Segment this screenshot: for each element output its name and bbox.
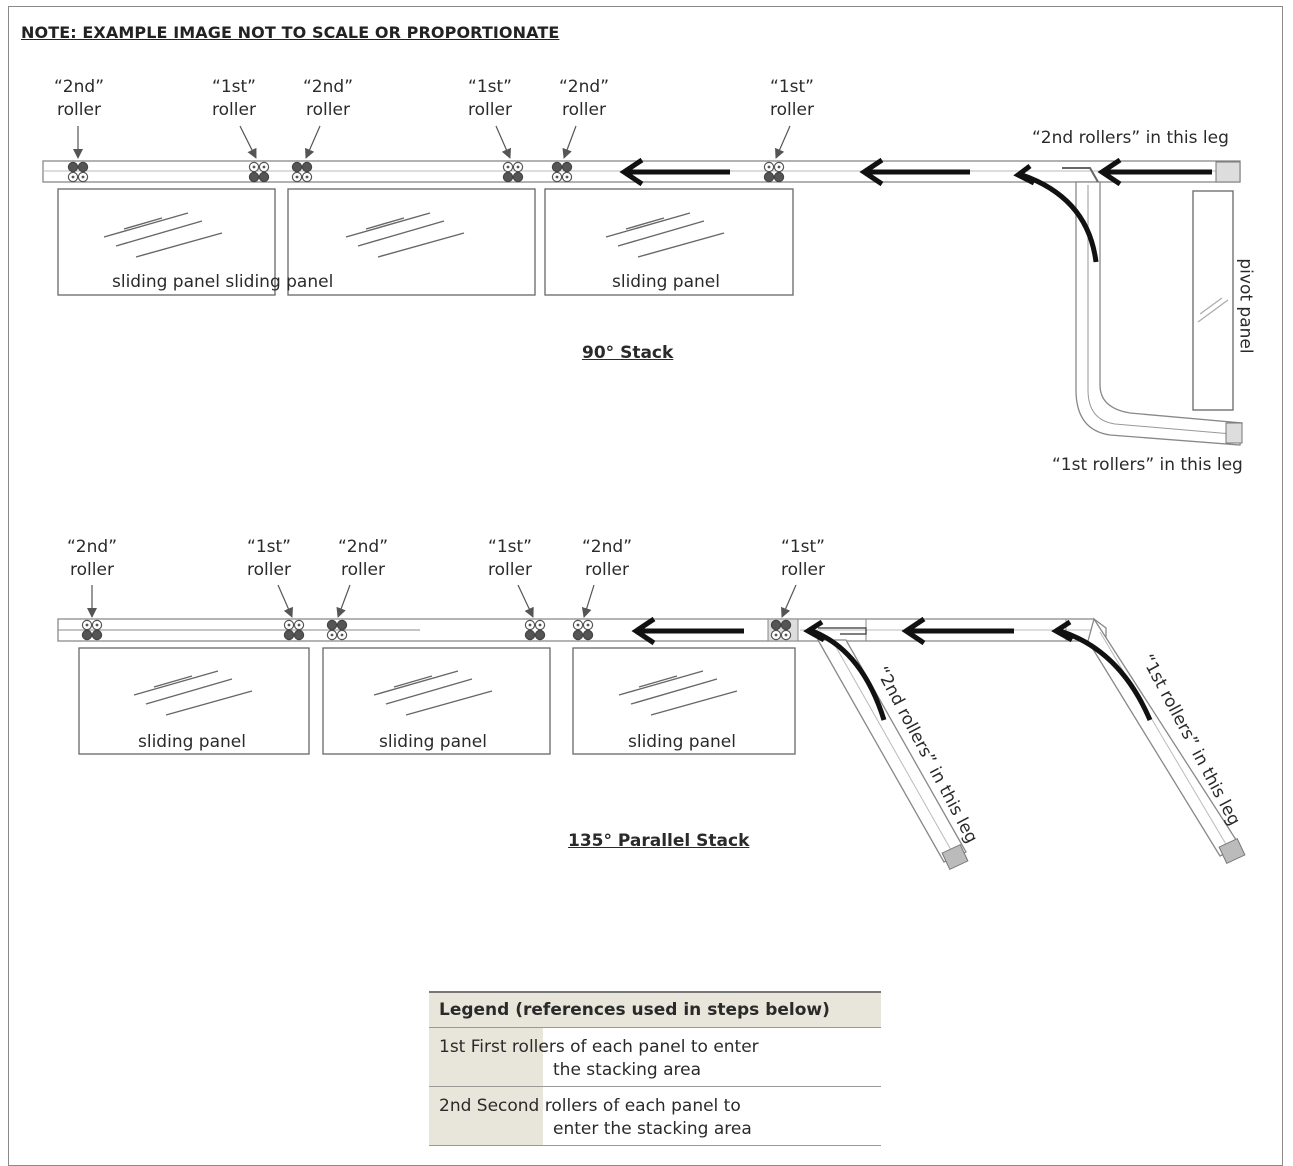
stack135-panel-2 xyxy=(322,647,551,755)
stack90-title: 90° Stack xyxy=(582,343,674,363)
legend-row-1st-line2: the stacking area xyxy=(553,1060,702,1080)
stack135-roller-label-1: “2nd”roller xyxy=(67,537,117,580)
stack135-panel-3 xyxy=(572,647,796,755)
stack135-roller-label-5: “2nd”roller xyxy=(582,537,632,580)
stack90-roller-label-4: “1st”roller xyxy=(468,77,512,120)
stack90-roller-label-5: “2nd”roller xyxy=(559,77,609,120)
stack135-panel-label-2: sliding panel xyxy=(379,732,487,752)
stack90-leg-1st-label: “1st rollers” in this leg xyxy=(1052,455,1243,475)
stack90-panel-label-2: sliding panel xyxy=(612,272,720,292)
legend-row-2nd-line1: 2nd Second rollers of each panel to xyxy=(439,1096,741,1116)
stack135-panel-label-3: sliding panel xyxy=(628,732,736,752)
stack135-title: 135° Parallel Stack xyxy=(568,831,750,851)
stack135-roller-label-2: “1st”roller xyxy=(247,537,291,580)
stack90-diagram xyxy=(42,125,1243,446)
stack135-panel-label-1: sliding panel xyxy=(138,732,246,752)
stack90-roller-label-2: “1st”roller xyxy=(212,77,256,120)
legend-key-cell xyxy=(429,1087,543,1145)
stack135-roller-label-6: “1st”roller xyxy=(781,537,825,580)
legend-title: Legend (references used in steps below) xyxy=(429,991,881,1027)
stack90-panel-2 xyxy=(287,188,536,296)
stack135-roller-label-4: “1st”roller xyxy=(488,537,532,580)
stack90-roller-label-6: “1st”roller xyxy=(770,77,814,120)
stack90-roller-label-3: “2nd”roller xyxy=(303,77,353,120)
legend-table: Legend (references used in steps below) … xyxy=(429,991,881,1146)
stack135-leg-1st xyxy=(1087,617,1241,857)
legend-row-1st: 1st First rollers of each panel to enter… xyxy=(429,1027,881,1086)
stack90-panel-3 xyxy=(544,188,794,296)
stack135-roller-label-3: “2nd”roller xyxy=(338,537,388,580)
stack135-diagram xyxy=(57,584,1246,871)
stack90-roller-label-1: “2nd”roller xyxy=(54,77,104,120)
legend-row-1st-line1: 1st First rollers of each panel to enter xyxy=(439,1037,759,1057)
stack135-panel-1 xyxy=(78,647,310,755)
legend-row-2nd: 2nd Second rollers of each panel to ente… xyxy=(429,1086,881,1146)
scale-note: NOTE: EXAMPLE IMAGE NOT TO SCALE OR PROP… xyxy=(21,23,560,42)
stack90-pivot-label: pivot panel xyxy=(1235,258,1256,354)
stack90-leg-2nd-label: “2nd rollers” in this leg xyxy=(1032,128,1229,148)
legend-row-2nd-line2: enter the stacking area xyxy=(553,1119,752,1139)
stack90-panel-label-1: sliding panel sliding panel xyxy=(112,272,334,292)
stack90-panel-1 xyxy=(57,188,276,296)
stack135-direction-arrows xyxy=(631,616,1153,721)
legend-key-cell xyxy=(429,1028,543,1086)
stack90-direction-arrows xyxy=(619,157,1212,263)
stack135-leg-2nd xyxy=(816,639,967,863)
